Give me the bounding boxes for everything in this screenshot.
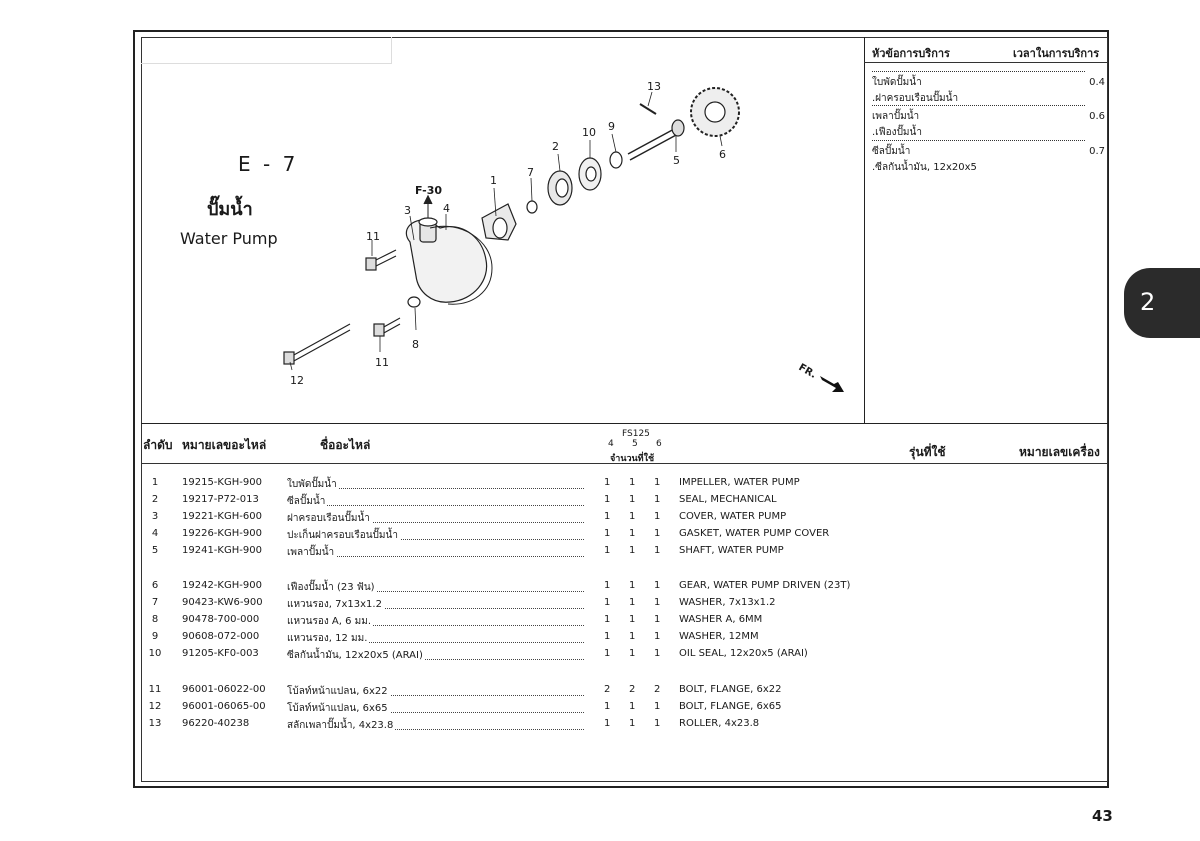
pump-cover-shape [405,219,488,303]
table-top-divider [141,423,1108,424]
header-engine-no: หมายเลขเครื่อง [1019,445,1100,459]
callout-11-top: 11 [366,230,380,243]
header-model: FS125 [622,429,650,439]
gasket-shape [429,225,493,305]
header-no: ลำดับ [143,438,173,452]
service-panel-divider [864,37,865,423]
gear-inner [704,101,726,123]
exploded-parts-diagram [283,87,844,392]
shaft-head [671,119,685,137]
callout-3: 3 [404,204,411,217]
header-part-name: ชื่ออะไหล่ [320,438,371,452]
callout-10: 10 [582,126,596,139]
impeller-hub [492,217,508,239]
callout-4: 4 [443,202,450,215]
callout-8: 8 [412,338,419,351]
shaft-shape [627,127,679,161]
callout-7: 7 [527,166,534,179]
header-col-4: 4 [608,439,614,449]
page-number: 43 [1092,807,1113,825]
pump-cover-port [418,217,438,227]
chapter-tab [1124,268,1200,338]
content-frame [141,37,1108,782]
bleed-through-box [141,37,392,64]
bolt-11-bottom-head [373,323,385,337]
roller-pin [639,103,657,115]
table-header-divider [141,463,1108,464]
callout-1: 1 [490,174,497,187]
service-time-header: เวลาในการบริการ [1013,47,1100,60]
bolt-12 [291,323,351,363]
reference-f30: F-30 [415,184,443,197]
washer-7 [526,200,538,214]
callout-11-bottom: 11 [375,356,389,369]
header-col-5: 5 [632,439,638,449]
header-model-used: รุ่นที่ใช้ [909,445,946,459]
header-col-6: 6 [656,439,662,449]
header-qty: จำนวนที่ใช้ [610,454,655,464]
section-name-english: Water Pump [180,229,278,248]
washer-8 [407,296,421,308]
callout-5: 5 [673,154,680,167]
service-header-line [864,62,1108,63]
callout-2: 2 [552,140,559,153]
page-frame [133,30,1109,788]
service-title: หัวข้อการบริการ [872,47,950,60]
oil-seal-inner [585,166,597,182]
header-part-no: หมายเลขอะไหล่ [182,438,267,452]
callout-6: 6 [719,148,726,161]
chapter-tab-number: 2 [1140,288,1156,316]
bolt-11-top-head [365,257,377,271]
callout-9: 9 [608,120,615,133]
callout-12: 12 [290,374,304,387]
section-name-thai: ปั๊มน้ำ [207,199,253,220]
section-code: E - 7 [238,152,299,176]
mechanical-seal-inner [555,178,569,198]
washer-9 [609,151,623,169]
bolt-11-bottom [381,317,401,335]
bolt-12-head [283,351,295,365]
callout-13: 13 [647,80,661,93]
fr-arrow-icon [820,376,844,392]
